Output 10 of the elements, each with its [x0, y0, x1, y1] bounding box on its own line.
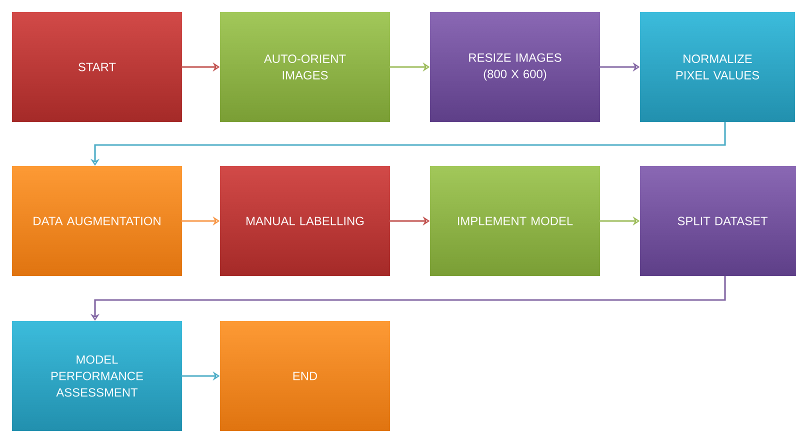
process-box: RESIZE IMAGES (800 X 600) — [430, 12, 600, 122]
process-box: NORMALIZE PIXEL VALUES — [640, 12, 795, 122]
process-box: END — [220, 321, 390, 431]
process-box: START — [12, 12, 182, 122]
process-box: DATA AUGMENTATION — [12, 166, 182, 276]
process-box: SPLIT DATASET — [640, 166, 796, 276]
process-box: MODEL PERFORMANCE ASSESSMENT — [12, 321, 182, 431]
process-box: IMPLEMENT MODEL — [430, 166, 600, 276]
process-box: AUTO-ORIENT IMAGES — [220, 12, 390, 122]
process-box: MANUAL LABELLING — [220, 166, 390, 276]
